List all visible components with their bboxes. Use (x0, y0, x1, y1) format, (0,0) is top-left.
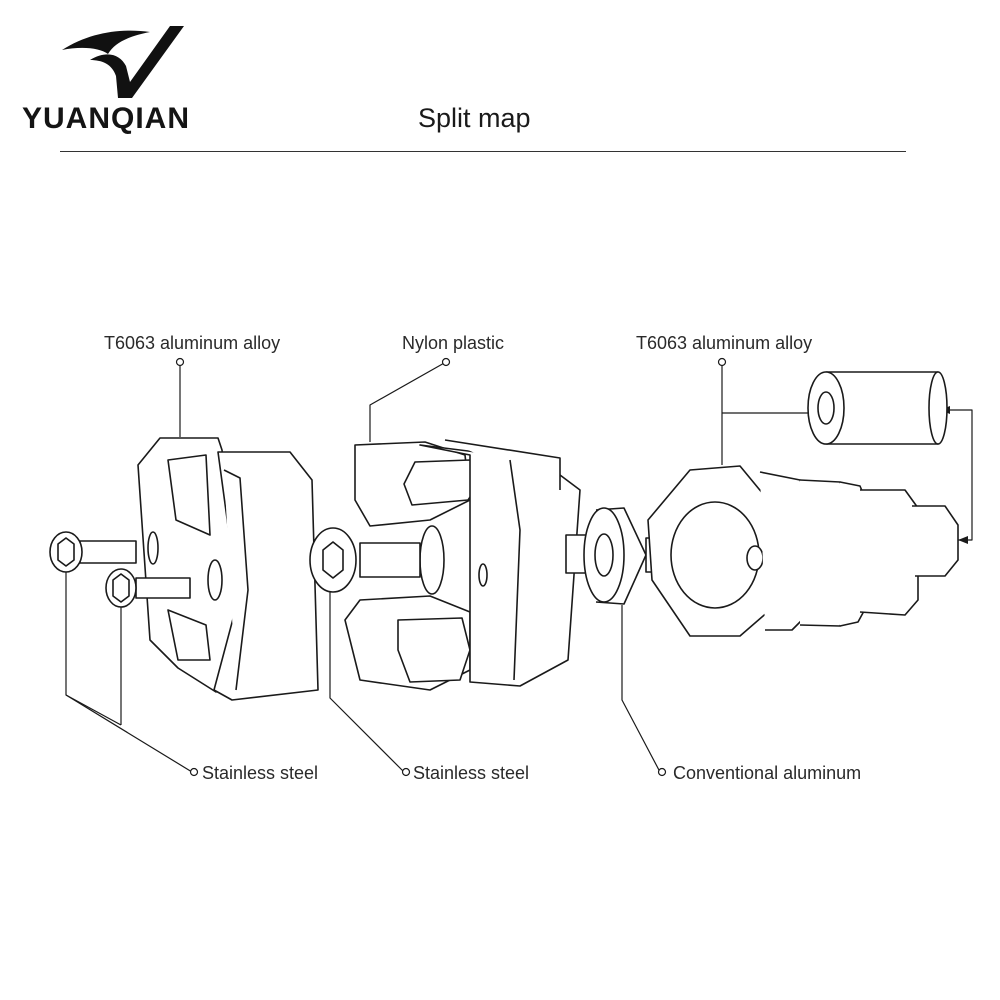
left-clamp-part (137, 437, 319, 701)
label-left-top: T6063 aluminum alloy (104, 333, 281, 353)
leader-dots (175, 357, 727, 777)
label-right-top: T6063 aluminum alloy (636, 333, 813, 353)
center-clamp-part (309, 439, 581, 691)
page-title: Split map (418, 103, 531, 133)
label-spacer: Conventional aluminum (673, 763, 862, 783)
arrowhead-icon (958, 536, 968, 544)
logo-mark-icon (62, 26, 184, 98)
label-bolts-left: Stainless steel (202, 763, 319, 783)
left-bolts (49, 531, 191, 608)
brand-logo: YUANQIAN (22, 20, 222, 135)
mount-base-part (647, 465, 959, 637)
header-divider (60, 151, 906, 152)
leader-lines (65, 361, 973, 773)
label-center-top: Nylon plastic (402, 333, 505, 353)
label-bolt-center: Stainless steel (413, 763, 530, 783)
cylinder-part (807, 371, 948, 445)
brand-name: YUANQIAN (22, 102, 191, 135)
